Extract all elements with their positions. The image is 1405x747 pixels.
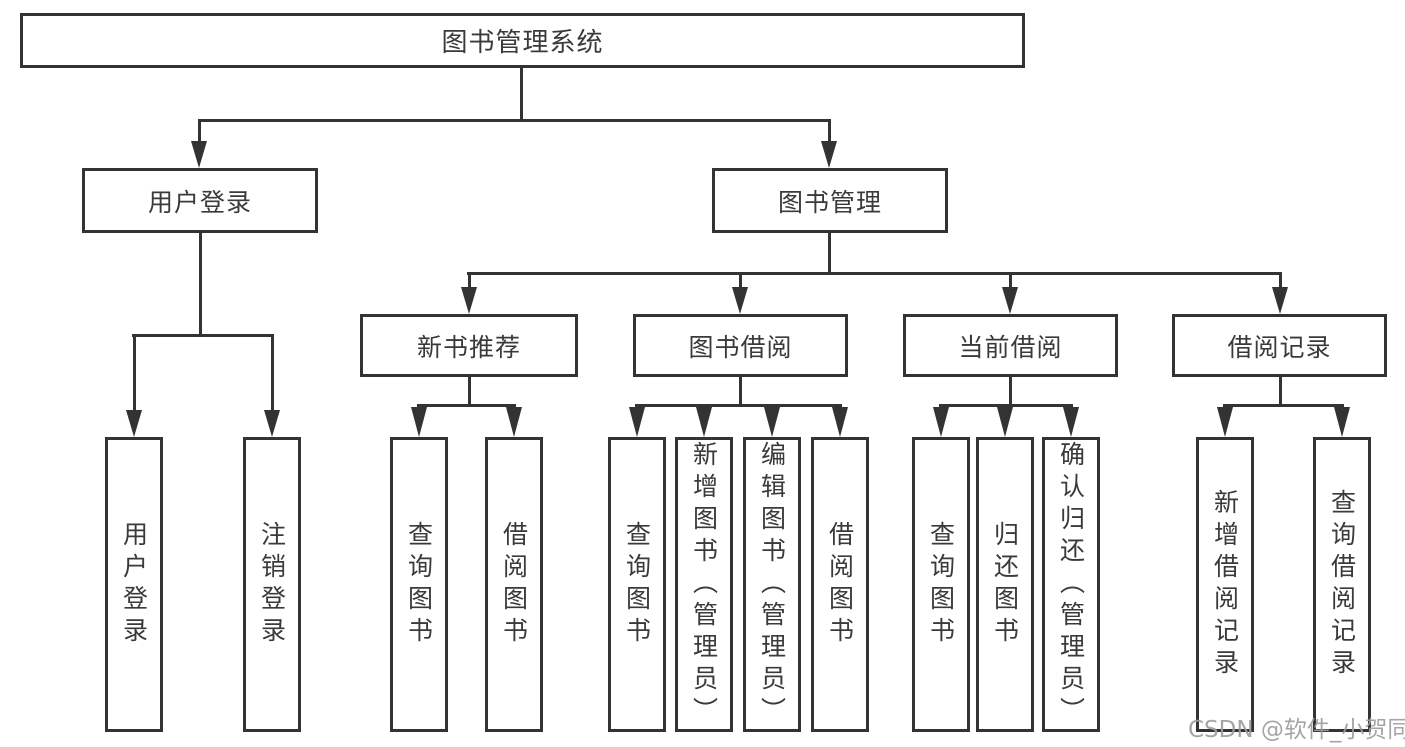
leaf-user-login: 用户登录 [105, 437, 163, 732]
arrow-down-icon [191, 141, 207, 168]
csdn-watermark: CSDN @软件_小贺同学 [1188, 717, 1405, 743]
leaf-return-books: 归还图书 [976, 437, 1034, 732]
node-new-book-recommend: 新书推荐 [360, 314, 578, 377]
connector-level3-bar [467, 272, 1282, 275]
arrow-down-icon [997, 407, 1013, 437]
node-current-borrow: 当前借阅 [903, 314, 1118, 377]
arrow-down-icon [1334, 407, 1350, 437]
arrow-down-icon [126, 410, 142, 437]
leaf-edit-books-admin: 编辑图书（管理员） [743, 437, 801, 732]
connector-login-drop [199, 231, 202, 337]
node-label: 图书管理 [777, 187, 882, 217]
connector-mgmt-drop [828, 231, 831, 275]
node-label: 归还图书 [990, 520, 1020, 649]
leaf-borrow-books: 借阅图书 [811, 437, 869, 732]
node-label: 查询借阅记录 [1327, 488, 1357, 681]
arrow-down-icon [1272, 287, 1288, 314]
connector-stub [198, 119, 201, 144]
node-label: 查询图书 [622, 520, 652, 649]
arrow-down-icon [821, 141, 837, 168]
arrow-down-icon [696, 407, 712, 437]
arrow-down-icon [1217, 407, 1233, 437]
node-book-management: 图书管理 [712, 168, 948, 233]
leaf-confirm-return-admin: 确认归还（管理员） [1042, 437, 1100, 732]
arrow-down-icon [1063, 407, 1079, 437]
leaf-add-books-admin: 新增图书（管理员） [675, 437, 733, 732]
connector-root-drop [520, 68, 523, 122]
node-label: 借阅图书 [825, 520, 855, 649]
arrow-down-icon [933, 407, 949, 437]
connector-recommend-drop [468, 375, 471, 407]
connector-current-bar [939, 404, 1073, 407]
arrow-down-icon [629, 407, 645, 437]
node-user-login: 用户登录 [82, 168, 318, 233]
arrow-down-icon [764, 407, 780, 437]
arrow-down-icon [1002, 287, 1018, 314]
leaf-query-borrow-record: 查询借阅记录 [1313, 437, 1371, 732]
arrow-down-icon [732, 287, 748, 314]
node-label: 借阅图书 [499, 520, 529, 649]
arrow-down-icon [264, 410, 280, 437]
connector-stub [271, 334, 274, 413]
node-label: 图书借阅 [688, 332, 793, 362]
connector-login-bar [132, 334, 274, 337]
node-label: 借阅记录 [1227, 332, 1332, 362]
node-label: 新增借阅记录 [1210, 488, 1240, 681]
node-label: 用户登录 [119, 520, 149, 649]
arrow-down-icon [506, 407, 522, 437]
connector-borrow-drop [739, 375, 742, 407]
leaf-add-borrow-record: 新增借阅记录 [1196, 437, 1254, 732]
node-book-borrow: 图书借阅 [633, 314, 848, 377]
node-label: 编辑图书（管理员） [757, 440, 787, 729]
node-label: 新书推荐 [416, 332, 521, 362]
node-label: 查询图书 [926, 520, 956, 649]
connector-stub [739, 272, 742, 290]
node-label: 新增图书（管理员） [689, 440, 719, 729]
connector-recommend-bar [417, 404, 516, 407]
connector-current-drop [1009, 375, 1012, 407]
connector-stub [1009, 272, 1012, 290]
connector-records-bar [1223, 404, 1344, 407]
arrow-down-icon [832, 407, 848, 437]
arrow-down-icon [461, 287, 477, 314]
node-label: 查询图书 [404, 520, 434, 649]
connector-level2-bar [198, 119, 831, 122]
connector-stub [133, 334, 136, 413]
node-label: 当前借阅 [958, 332, 1063, 362]
leaf-query-books-current: 查询图书 [912, 437, 970, 732]
connector-records-drop [1279, 375, 1282, 407]
leaf-query-books-recommend: 查询图书 [390, 437, 448, 732]
connector-stub [828, 119, 831, 144]
node-label: 用户登录 [147, 187, 252, 217]
leaf-borrow-books-recommend: 借阅图书 [485, 437, 543, 732]
node-label: 图书管理系统 [441, 28, 604, 58]
node-label: 注销登录 [257, 520, 287, 649]
arrow-down-icon [411, 407, 427, 437]
connector-borrow-bar [635, 404, 842, 407]
leaf-logout: 注销登录 [243, 437, 301, 732]
leaf-query-books-borrow: 查询图书 [608, 437, 666, 732]
node-root: 图书管理系统 [20, 13, 1025, 68]
connector-stub [1279, 272, 1282, 290]
connector-stub [468, 272, 471, 290]
node-label: 确认归还（管理员） [1056, 440, 1086, 729]
node-borrow-records: 借阅记录 [1172, 314, 1387, 377]
